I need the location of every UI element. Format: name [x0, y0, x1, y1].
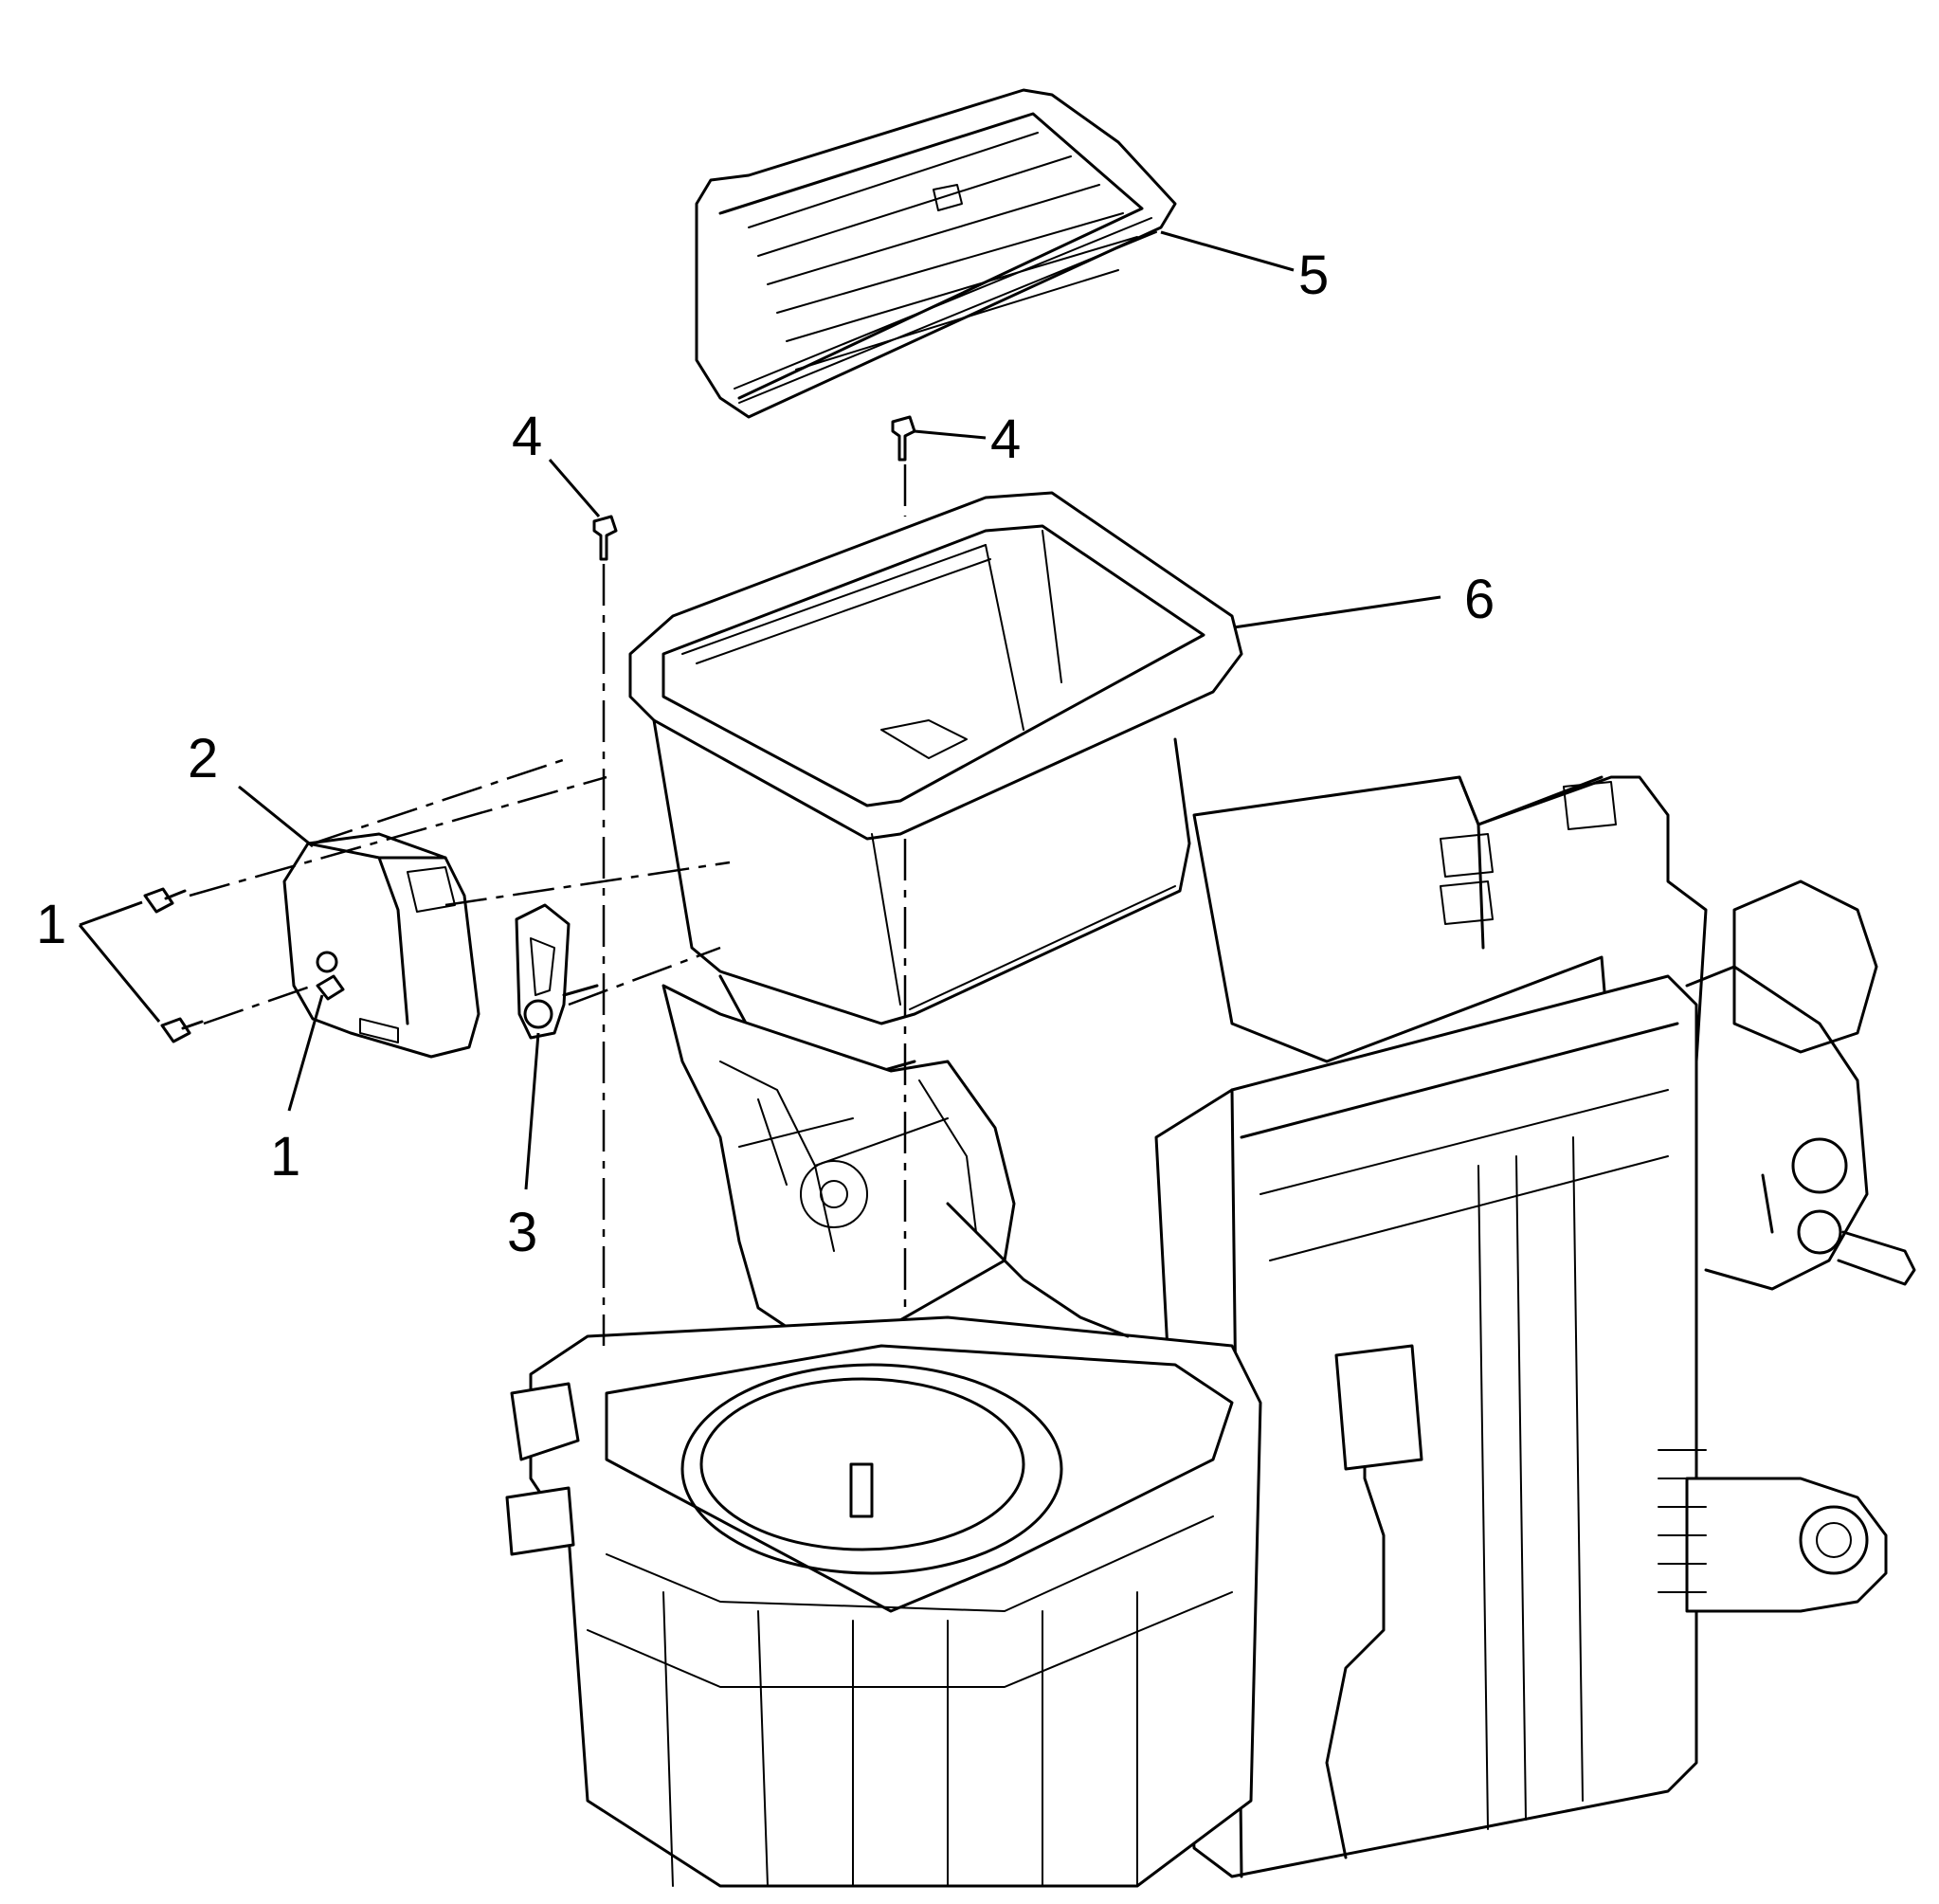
callout-5: 5: [1298, 245, 1329, 306]
leader-2: [238, 785, 314, 848]
leader-4a: [548, 459, 601, 517]
callout-1-left: 1: [36, 894, 66, 955]
part-1-screws: [143, 887, 345, 1043]
hvac-housing: [505, 775, 1916, 1888]
callout-6: 6: [1464, 569, 1495, 630]
leader-1b: [287, 994, 324, 1112]
leader-1a-bottom: [78, 924, 161, 1023]
leader-lines: [78, 230, 1441, 1190]
callout-3: 3: [507, 1202, 537, 1263]
part-6-inlet-duct: [628, 491, 1243, 1073]
callout-4-right: 4: [990, 408, 1021, 470]
alignment-lines: [189, 464, 907, 1346]
leader-5: [1160, 230, 1295, 272]
leader-1a-top: [79, 900, 143, 927]
part-2-actuator: [282, 832, 480, 1059]
part-4-screws: [592, 415, 916, 561]
leader-3: [524, 1032, 540, 1190]
callout-4-left: 4: [512, 406, 542, 467]
part-5-filter-cover: [695, 88, 1177, 419]
leader-4b: [914, 429, 987, 440]
callout-2: 2: [188, 728, 218, 789]
part-3-actuator-arm: [515, 903, 599, 1040]
leader-6: [1233, 595, 1441, 629]
callout-1-bottom: 1: [270, 1126, 300, 1188]
